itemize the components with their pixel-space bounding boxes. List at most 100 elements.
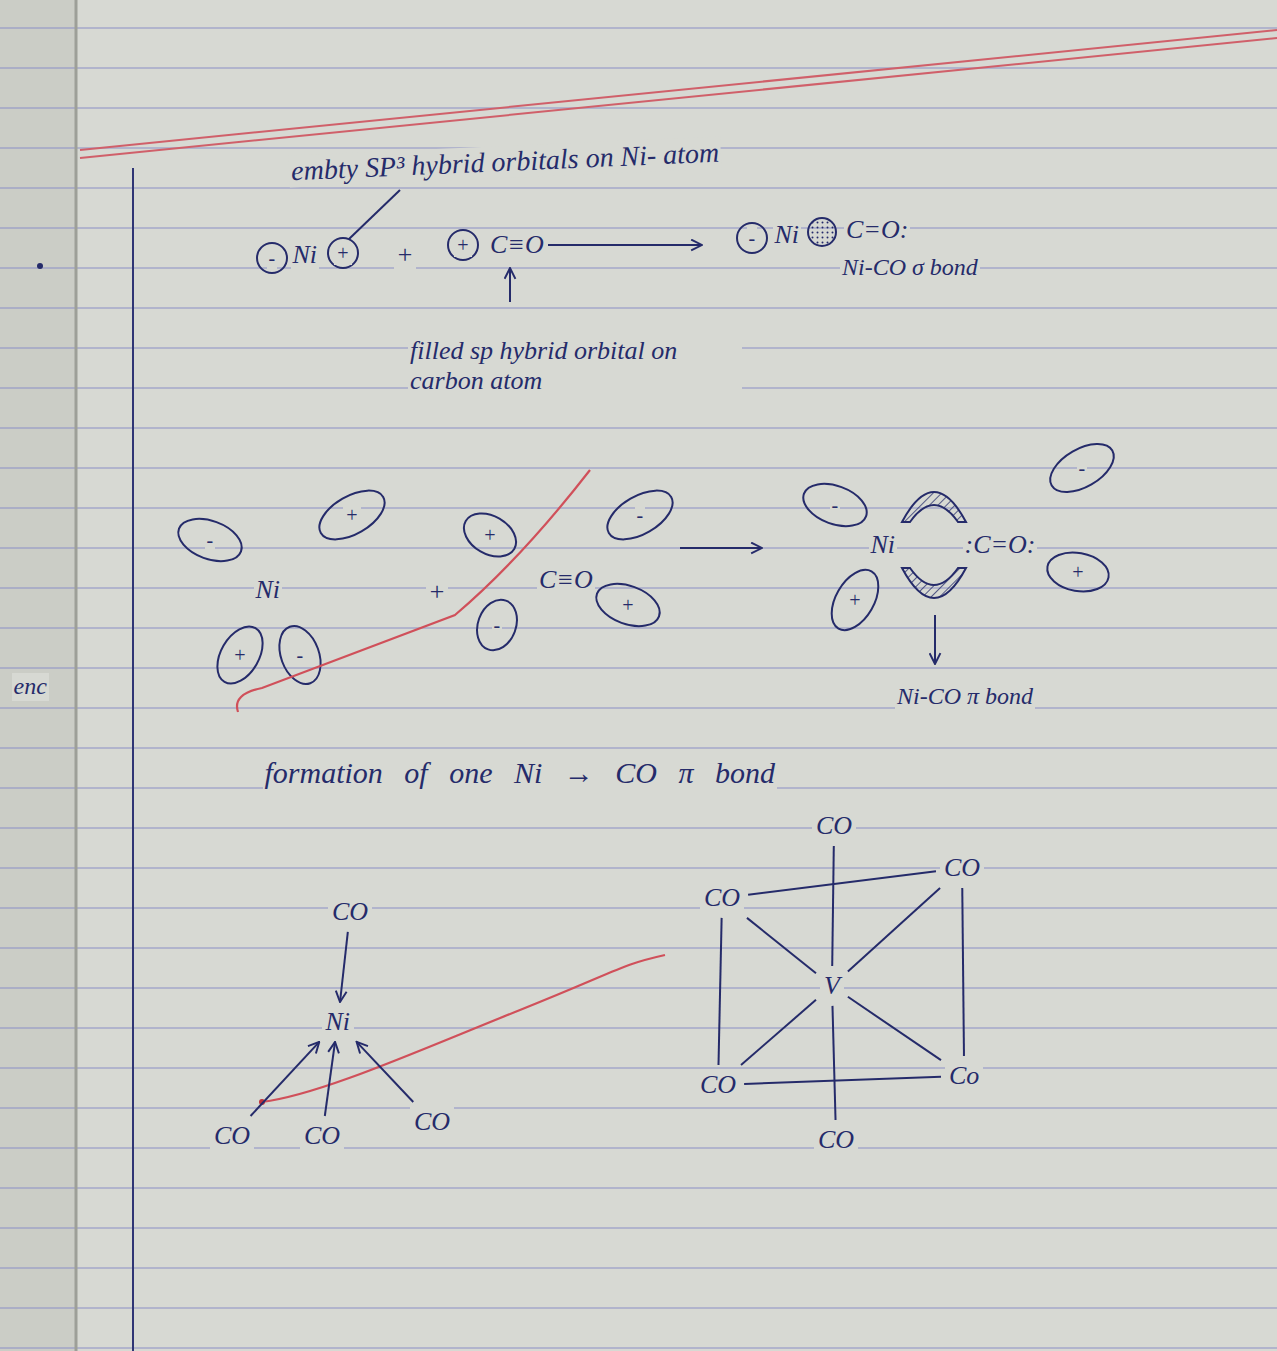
bond-line bbox=[744, 1077, 941, 1084]
pi-overlap bbox=[902, 492, 966, 522]
orbital-lobe bbox=[599, 481, 680, 550]
bond-arrow bbox=[251, 1042, 320, 1116]
ligand-label: Co bbox=[945, 1060, 983, 1092]
lobe-sign: + bbox=[846, 589, 864, 612]
ligand-label: CO bbox=[940, 852, 984, 884]
node-text: CO bbox=[944, 853, 980, 883]
node-text: CO bbox=[816, 811, 852, 841]
node-text: CO bbox=[332, 897, 368, 927]
margin-rule bbox=[132, 168, 134, 1351]
charge-sign: - bbox=[267, 247, 278, 270]
lobe-sign: - bbox=[205, 529, 216, 552]
node-text: Ni bbox=[326, 1007, 351, 1037]
reaction-arrow bbox=[680, 547, 762, 549]
orbital-drawing bbox=[172, 434, 1121, 691]
node-text: CO bbox=[414, 1107, 450, 1137]
ligand-label: CO bbox=[814, 1124, 858, 1156]
caption-note: formation of one Ni → CO π bond bbox=[263, 756, 778, 791]
orbital-lobe bbox=[822, 562, 888, 638]
orbital-lobe bbox=[456, 505, 523, 566]
ligand-label: CO bbox=[812, 810, 856, 842]
lobe-sign: - bbox=[295, 644, 306, 667]
lobe-sign: + bbox=[481, 524, 499, 547]
atom-symbol: Ni bbox=[254, 575, 283, 605]
ligand-label: CO bbox=[300, 1120, 344, 1152]
bond-line bbox=[741, 1000, 816, 1065]
ink-dot bbox=[37, 263, 43, 269]
lobe-sign: - bbox=[492, 614, 503, 637]
page-gutter bbox=[75, 0, 78, 1351]
next-page bbox=[0, 0, 76, 1351]
node-text: CO bbox=[700, 1070, 736, 1100]
bond-line bbox=[747, 918, 816, 973]
orbital-lobe bbox=[470, 594, 523, 656]
orbital-lobe bbox=[1044, 548, 1112, 596]
charge-sign: + bbox=[334, 242, 352, 265]
formula: C=O: bbox=[844, 215, 910, 245]
orbital-lobe bbox=[208, 619, 272, 692]
lobe-sign: - bbox=[1077, 457, 1088, 480]
atom-symbol: Ni bbox=[773, 220, 802, 250]
atom-symbol: Ni bbox=[291, 240, 320, 270]
plus-sign: + bbox=[426, 577, 448, 607]
red-stroke bbox=[262, 955, 665, 1102]
lobe-sign: - bbox=[830, 494, 841, 517]
node-text: CO bbox=[214, 1121, 250, 1151]
node-text: CO bbox=[818, 1125, 854, 1155]
formula: :C=O: bbox=[963, 530, 1038, 560]
lobe-sign: - bbox=[635, 504, 646, 527]
metal-atom: Ni bbox=[322, 1006, 355, 1038]
formula: C≡O bbox=[488, 230, 546, 260]
pointer-arrow bbox=[934, 615, 936, 664]
charge-circle bbox=[328, 238, 358, 268]
orbital-lobe bbox=[1042, 434, 1122, 502]
formula: C≡O bbox=[537, 565, 595, 595]
ruled-lines bbox=[76, 0, 1277, 1351]
bond-line bbox=[832, 846, 834, 966]
bond-line bbox=[832, 1006, 835, 1120]
ligand-label: CO bbox=[328, 896, 372, 928]
lobe-sign: + bbox=[1069, 561, 1087, 584]
margin-text: enc bbox=[12, 673, 49, 701]
pointer-arrow bbox=[509, 268, 511, 302]
reaction-arrow bbox=[548, 244, 702, 246]
note: filled sp hybrid orbital on carbon atom bbox=[408, 336, 742, 396]
ligand-label: CO bbox=[700, 882, 744, 914]
charge-circle bbox=[737, 223, 767, 253]
node-text: V bbox=[824, 971, 840, 1001]
bond-line bbox=[848, 997, 941, 1060]
ligand-label: CO bbox=[410, 1106, 454, 1138]
orbital-lobe bbox=[272, 620, 328, 689]
node-text: CO bbox=[304, 1121, 340, 1151]
bond-arrow bbox=[357, 1042, 414, 1102]
bond-note: Ni-CO π bond bbox=[895, 683, 1035, 711]
metal-atom: V bbox=[820, 970, 844, 1002]
bond-line bbox=[748, 871, 936, 894]
bond-line bbox=[962, 888, 964, 1056]
charge-circle bbox=[448, 230, 478, 260]
orbital-lobe bbox=[311, 481, 392, 550]
atom-symbol: Ni bbox=[869, 530, 898, 560]
ligand-label: CO bbox=[210, 1120, 254, 1152]
lobe-sign: + bbox=[231, 644, 249, 667]
bond-arrow bbox=[325, 1042, 335, 1116]
margin-line bbox=[80, 30, 1277, 150]
bond-line bbox=[718, 918, 721, 1065]
equation-ink bbox=[257, 190, 836, 302]
node-text: Co bbox=[949, 1061, 979, 1091]
pi-overlap bbox=[902, 568, 966, 598]
node-text: CO bbox=[704, 883, 740, 913]
shared-pair-circle bbox=[808, 218, 836, 246]
leader-line bbox=[349, 190, 400, 239]
plus-sign: + bbox=[394, 240, 416, 270]
bond-note: Ni-CO σ bond bbox=[840, 254, 980, 282]
charge-sign: - bbox=[747, 227, 758, 250]
ruled-lines bbox=[0, 0, 76, 1351]
orbital-lobe bbox=[590, 576, 665, 634]
orbital-lobe bbox=[172, 511, 247, 569]
charge-sign: + bbox=[454, 234, 472, 257]
bond-line bbox=[848, 888, 940, 972]
